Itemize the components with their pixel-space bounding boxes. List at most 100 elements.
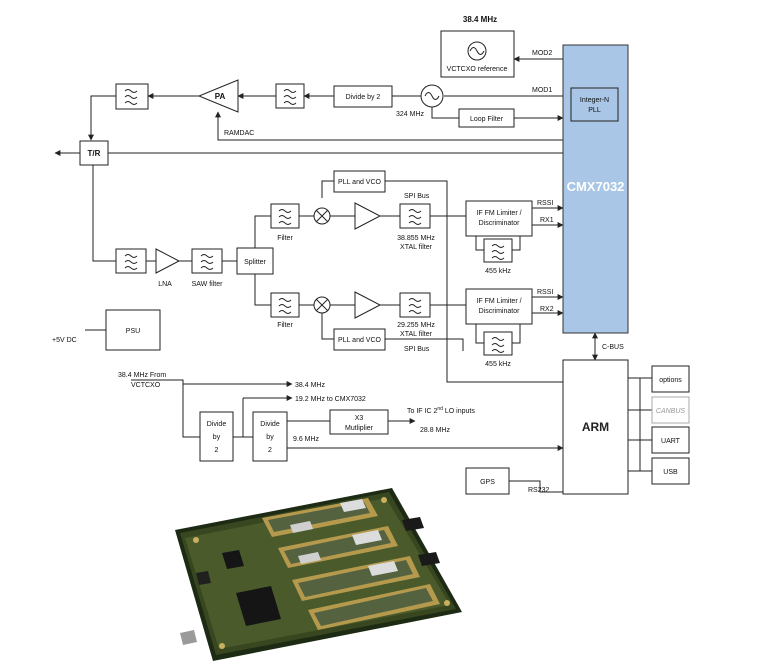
- svg-text:Divide: Divide: [207, 421, 227, 428]
- usb-block: USB: [651, 457, 690, 485]
- svg-text:Discriminator: Discriminator: [479, 308, 521, 315]
- wires: [54, 56, 652, 493]
- svg-text:T/R: T/R: [88, 149, 101, 158]
- svg-text:Filter: Filter: [277, 322, 293, 329]
- svg-text:GPS: GPS: [480, 479, 495, 486]
- lower-if-limiter: IF FM Limiter / Discriminator: [465, 288, 533, 325]
- lower-mixer: [313, 296, 331, 314]
- svg-text:options: options: [659, 377, 682, 384]
- out-19-2: 19.2 MHz to CMX7032: [295, 396, 366, 403]
- lna-amplifier: LNA: [155, 248, 181, 288]
- svg-text:324 MHz: 324 MHz: [396, 111, 425, 118]
- spi-bus-lower: SPI Bus: [404, 346, 430, 353]
- to-if-ic-label: To IF IC 2nd LO inputs: [407, 406, 475, 415]
- mod1-label: MOD1: [532, 87, 552, 94]
- upper-xtal-filter: 38.855 MHz XTAL filter: [397, 203, 435, 251]
- splitter-block: Splitter: [236, 247, 274, 275]
- rx1-label: RX1: [540, 217, 554, 224]
- psu-block: PSU +5V DC: [52, 309, 161, 351]
- cmx7032-chip: CMX7032 Integer-N PLL: [562, 44, 629, 334]
- svg-text:PA: PA: [215, 92, 226, 101]
- svg-text:by: by: [213, 434, 221, 441]
- vctcxo-reference-block: 38.4 MHz VCTCXO reference MOD2: [440, 15, 552, 78]
- oscillator-324: 324 MHz: [396, 84, 444, 118]
- svg-text:455 kHz: 455 kHz: [485, 361, 511, 368]
- upper-mixer: [313, 207, 331, 225]
- upper-455-filter: 455 kHz: [483, 238, 513, 275]
- upper-filter: Filter: [270, 203, 300, 242]
- lower-filter: Filter: [270, 292, 300, 329]
- svg-text:Loop Filter: Loop Filter: [470, 116, 504, 123]
- lower-xtal-filter: 29.255 MHz XTAL filter: [397, 292, 435, 338]
- lower-455-filter: 455 kHz: [483, 331, 513, 368]
- svg-text:PLL and VCO: PLL and VCO: [338, 337, 381, 344]
- svg-text:2: 2: [268, 447, 272, 454]
- svg-text:XTAL filter: XTAL filter: [400, 331, 433, 338]
- svg-text:Discriminator: Discriminator: [479, 220, 521, 227]
- pa-amplifier: PA RAMDAC: [197, 79, 254, 137]
- svg-text:X3: X3: [355, 415, 364, 422]
- svg-text:Divide by 2: Divide by 2: [346, 94, 381, 101]
- rssi-lower: RSSI: [537, 289, 553, 296]
- options-block: options: [651, 365, 690, 393]
- svg-text:IF FM Limiter /: IF FM Limiter /: [476, 298, 521, 305]
- cmx7032-label: CMX7032: [567, 179, 625, 194]
- rx2-label: RX2: [540, 306, 554, 313]
- upper-pll-vco: PLL and VCO SPI Bus: [333, 170, 430, 200]
- cbus-label: C-BUS: [602, 344, 624, 351]
- upper-if-amp: [354, 202, 382, 230]
- plus5v-label: +5V DC: [52, 337, 77, 344]
- svg-text:Splitter: Splitter: [244, 259, 266, 266]
- svg-text:USB: USB: [663, 469, 678, 476]
- lower-pll-vco: PLL and VCO SPI Bus: [333, 328, 430, 353]
- svg-text:UART: UART: [661, 438, 681, 445]
- gps-block: GPS RS232: [465, 467, 550, 495]
- divide-by-2-block: Divide by 2: [333, 85, 393, 108]
- svg-text:Divide: Divide: [260, 421, 280, 428]
- svg-text:IF FM Limiter /: IF FM Limiter /: [476, 210, 521, 217]
- svg-text:PLL and VCO: PLL and VCO: [338, 179, 381, 186]
- ref-from-line1: 38.4 MHz From: [118, 372, 166, 379]
- svg-text:LNA: LNA: [158, 281, 172, 288]
- tx-filter-2: [275, 83, 305, 109]
- ref-from-line2: VCTCXO: [131, 382, 161, 389]
- svg-text:29.255 MHz: 29.255 MHz: [397, 322, 435, 329]
- uart-block: UART: [651, 426, 690, 454]
- divide-block-1: Divide by 2: [199, 411, 234, 462]
- arm-processor: ARM: [562, 359, 629, 495]
- pcb-board-photo: [175, 488, 462, 661]
- svg-text:PLL: PLL: [588, 107, 601, 114]
- integer-n-pll-label: Integer-N: [580, 97, 609, 104]
- freq-9-6: 9.6 MHz: [293, 436, 320, 443]
- svg-text:38.855 MHz: 38.855 MHz: [397, 235, 435, 242]
- svg-text:455 kHz: 455 kHz: [485, 268, 511, 275]
- out-38-4: 38.4 MHz: [295, 382, 325, 389]
- svg-text:VCTCXO reference: VCTCXO reference: [447, 66, 508, 73]
- svg-text:SAW filter: SAW filter: [192, 281, 224, 288]
- canbus-block: CANBUS: [651, 396, 690, 424]
- loop-filter-block: Loop Filter: [458, 108, 515, 128]
- rssi-upper: RSSI: [537, 200, 553, 207]
- svg-text:PSU: PSU: [126, 328, 140, 335]
- svg-text:XTAL filter: XTAL filter: [400, 244, 433, 251]
- saw-filter: SAW filter: [191, 248, 224, 288]
- tr-switch: T/R: [79, 140, 109, 166]
- svg-text:CANBUS: CANBUS: [656, 408, 686, 415]
- x3-multiplier: X3 Mutliplier: [329, 409, 389, 435]
- tx-filter-1: [115, 83, 149, 110]
- divide-block-2: Divide by 2: [252, 411, 288, 462]
- freq-28-8: 28.8 MHz: [420, 427, 450, 434]
- freq-38-4-top: 38.4 MHz: [463, 15, 497, 24]
- rx-input-filter: [115, 248, 147, 274]
- svg-text:2: 2: [215, 447, 219, 454]
- mod2-label: MOD2: [532, 50, 552, 57]
- svg-text:Filter: Filter: [277, 235, 293, 242]
- svg-text:Mutliplier: Mutliplier: [345, 425, 374, 432]
- lower-if-amp: [354, 291, 382, 319]
- rs232-label: RS232: [528, 487, 550, 494]
- svg-text:ARM: ARM: [582, 420, 609, 434]
- upper-if-limiter: IF FM Limiter / Discriminator: [465, 200, 533, 237]
- ramdac-label: RAMDAC: [224, 130, 254, 137]
- spi-bus-upper: SPI Bus: [404, 193, 430, 200]
